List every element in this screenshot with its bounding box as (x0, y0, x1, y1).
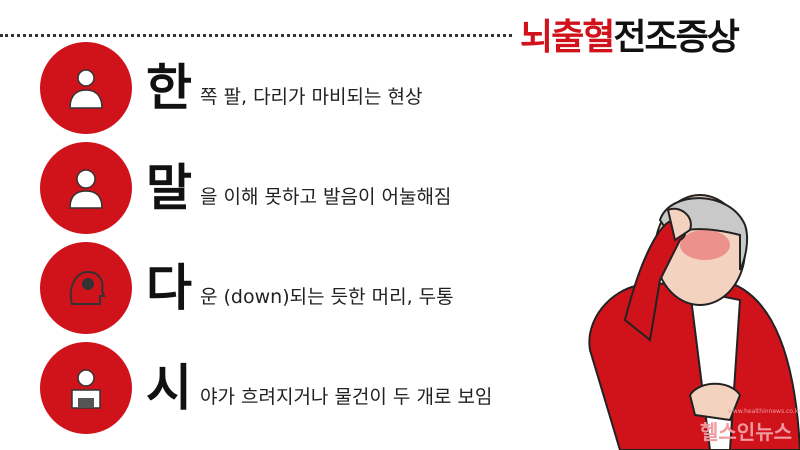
symptom-initial: 시 (146, 359, 192, 417)
symptom-text: 야가 흐려지거나 물건이 두 개로 보임 (200, 385, 493, 408)
head-pain-icon (40, 242, 132, 334)
person-speech-icon (40, 142, 132, 234)
page-title: 뇌출혈전조증상 (520, 8, 740, 60)
symptom-text: 운 (down)되는 듯한 머리, 두통 (200, 285, 454, 308)
watermark-logo: 헬스인뉴스 (700, 420, 792, 444)
symptom-item: 다 운 (down)되는 듯한 머리, 두통 (40, 241, 454, 335)
watermark-url: www.healthinnews.co.kr (728, 408, 800, 415)
symptom-initial: 다 (146, 259, 192, 317)
person-arm-numb-icon (40, 42, 132, 134)
symptom-initial: 말 (146, 159, 192, 217)
symptom-text: 쪽 팔, 다리가 마비되는 현상 (200, 85, 423, 108)
title-highlight: 뇌출혈 (520, 17, 615, 58)
title-rest: 전조증상 (613, 17, 739, 58)
symptom-item: 말 을 이해 못하고 발음이 어눌해짐 (40, 141, 451, 235)
person-vision-icon (40, 342, 132, 434)
dotted-divider (0, 34, 512, 37)
elderly-man-headache-illustration (588, 194, 800, 450)
symptom-item: 시 야가 흐려지거나 물건이 두 개로 보임 (40, 341, 492, 435)
symptom-text: 을 이해 못하고 발음이 어눌해짐 (200, 185, 452, 208)
symptom-item: 한 쪽 팔, 다리가 마비되는 현상 (40, 41, 422, 135)
symptom-initial: 한 (146, 59, 192, 117)
